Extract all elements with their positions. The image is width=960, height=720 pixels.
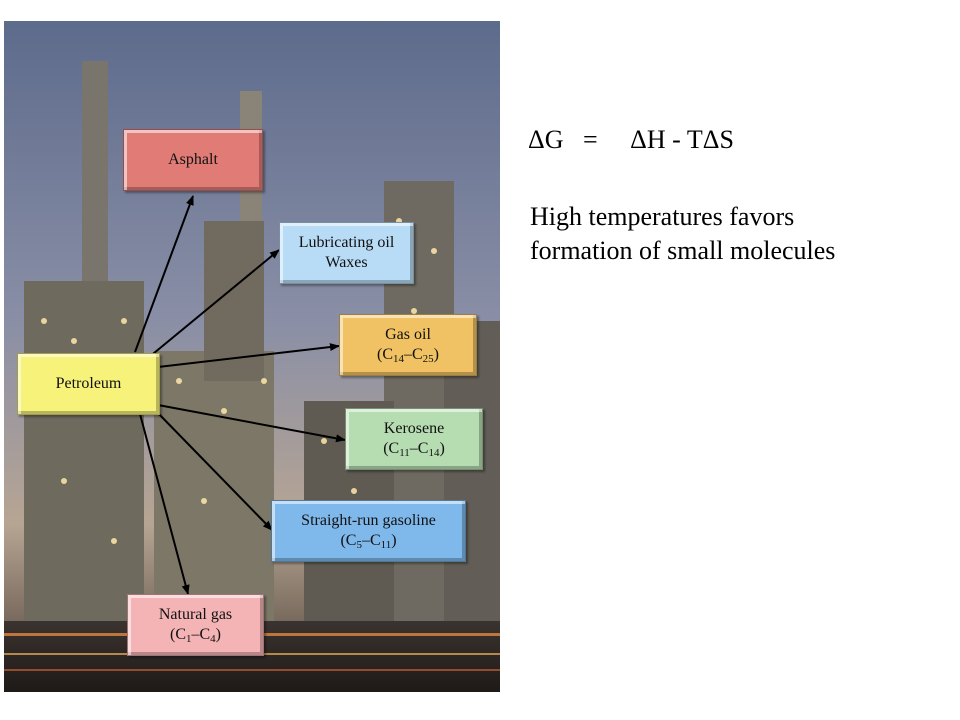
arrow-to-asphalt bbox=[134, 195, 194, 353]
kerosene-formula-b: 14 bbox=[428, 447, 440, 459]
natural-gas-box: Natural gas (C1–C4) bbox=[127, 594, 264, 656]
natural-gas-formula-a: 1 bbox=[186, 633, 192, 645]
gasoline-formula-b: 11 bbox=[380, 539, 392, 551]
arrow-to-natural-gas bbox=[139, 413, 190, 595]
natural-gas-formula-b: 4 bbox=[210, 633, 216, 645]
arrow-to-kerosene bbox=[157, 404, 346, 443]
gas-oil-formula: (C14–C25) bbox=[377, 346, 439, 365]
gas-oil-formula-b: 25 bbox=[422, 353, 434, 365]
gasoline-label: Straight-run gasoline bbox=[301, 512, 436, 529]
kerosene-label: Kerosene bbox=[383, 420, 445, 437]
arrow-to-lubricating bbox=[147, 249, 280, 359]
petroleum-label: Petroleum bbox=[55, 375, 122, 392]
gas-oil-box: Gas oil (C14–C25) bbox=[339, 314, 477, 376]
kerosene-formula-a: 11 bbox=[399, 447, 410, 459]
kerosene-formula: (C11–C14) bbox=[383, 440, 445, 459]
petroleum-box: Petroleum bbox=[17, 353, 160, 415]
kerosene-box: Kerosene (C11–C14) bbox=[345, 408, 483, 470]
gas-oil-label: Gas oil bbox=[385, 326, 431, 343]
natural-gas-formula: (C1–C4) bbox=[170, 626, 221, 645]
gasoline-box: Straight-run gasoline (C5–C11) bbox=[271, 500, 466, 562]
gibbs-equation: ΔG = ΔH - TΔS bbox=[528, 125, 734, 155]
natural-gas-label: Natural gas bbox=[158, 606, 233, 623]
asphalt-label: Asphalt bbox=[168, 151, 218, 168]
equation-equals: = bbox=[583, 125, 598, 154]
equation-rhs: ΔH - TΔS bbox=[630, 125, 734, 154]
arrow-to-gasoline bbox=[154, 409, 273, 531]
note-line-1: High temperatures favors bbox=[530, 202, 795, 231]
arrow-to-gas-oil bbox=[157, 343, 340, 368]
equation-lhs: ΔG bbox=[528, 125, 564, 154]
asphalt-box: Asphalt bbox=[123, 129, 263, 191]
note-line-2: formation of small molecules bbox=[530, 236, 836, 265]
waxes-label: Waxes bbox=[325, 254, 368, 271]
gasoline-formula: (C5–C11) bbox=[340, 532, 397, 551]
lubricating-box: Lubricating oil Waxes bbox=[279, 222, 414, 284]
temperature-note: High temperatures favors formation of sm… bbox=[530, 200, 835, 268]
lubricating-label: Lubricating oil bbox=[298, 234, 395, 251]
gas-oil-formula-a: 14 bbox=[393, 353, 404, 365]
gasoline-formula-a: 5 bbox=[356, 539, 362, 551]
